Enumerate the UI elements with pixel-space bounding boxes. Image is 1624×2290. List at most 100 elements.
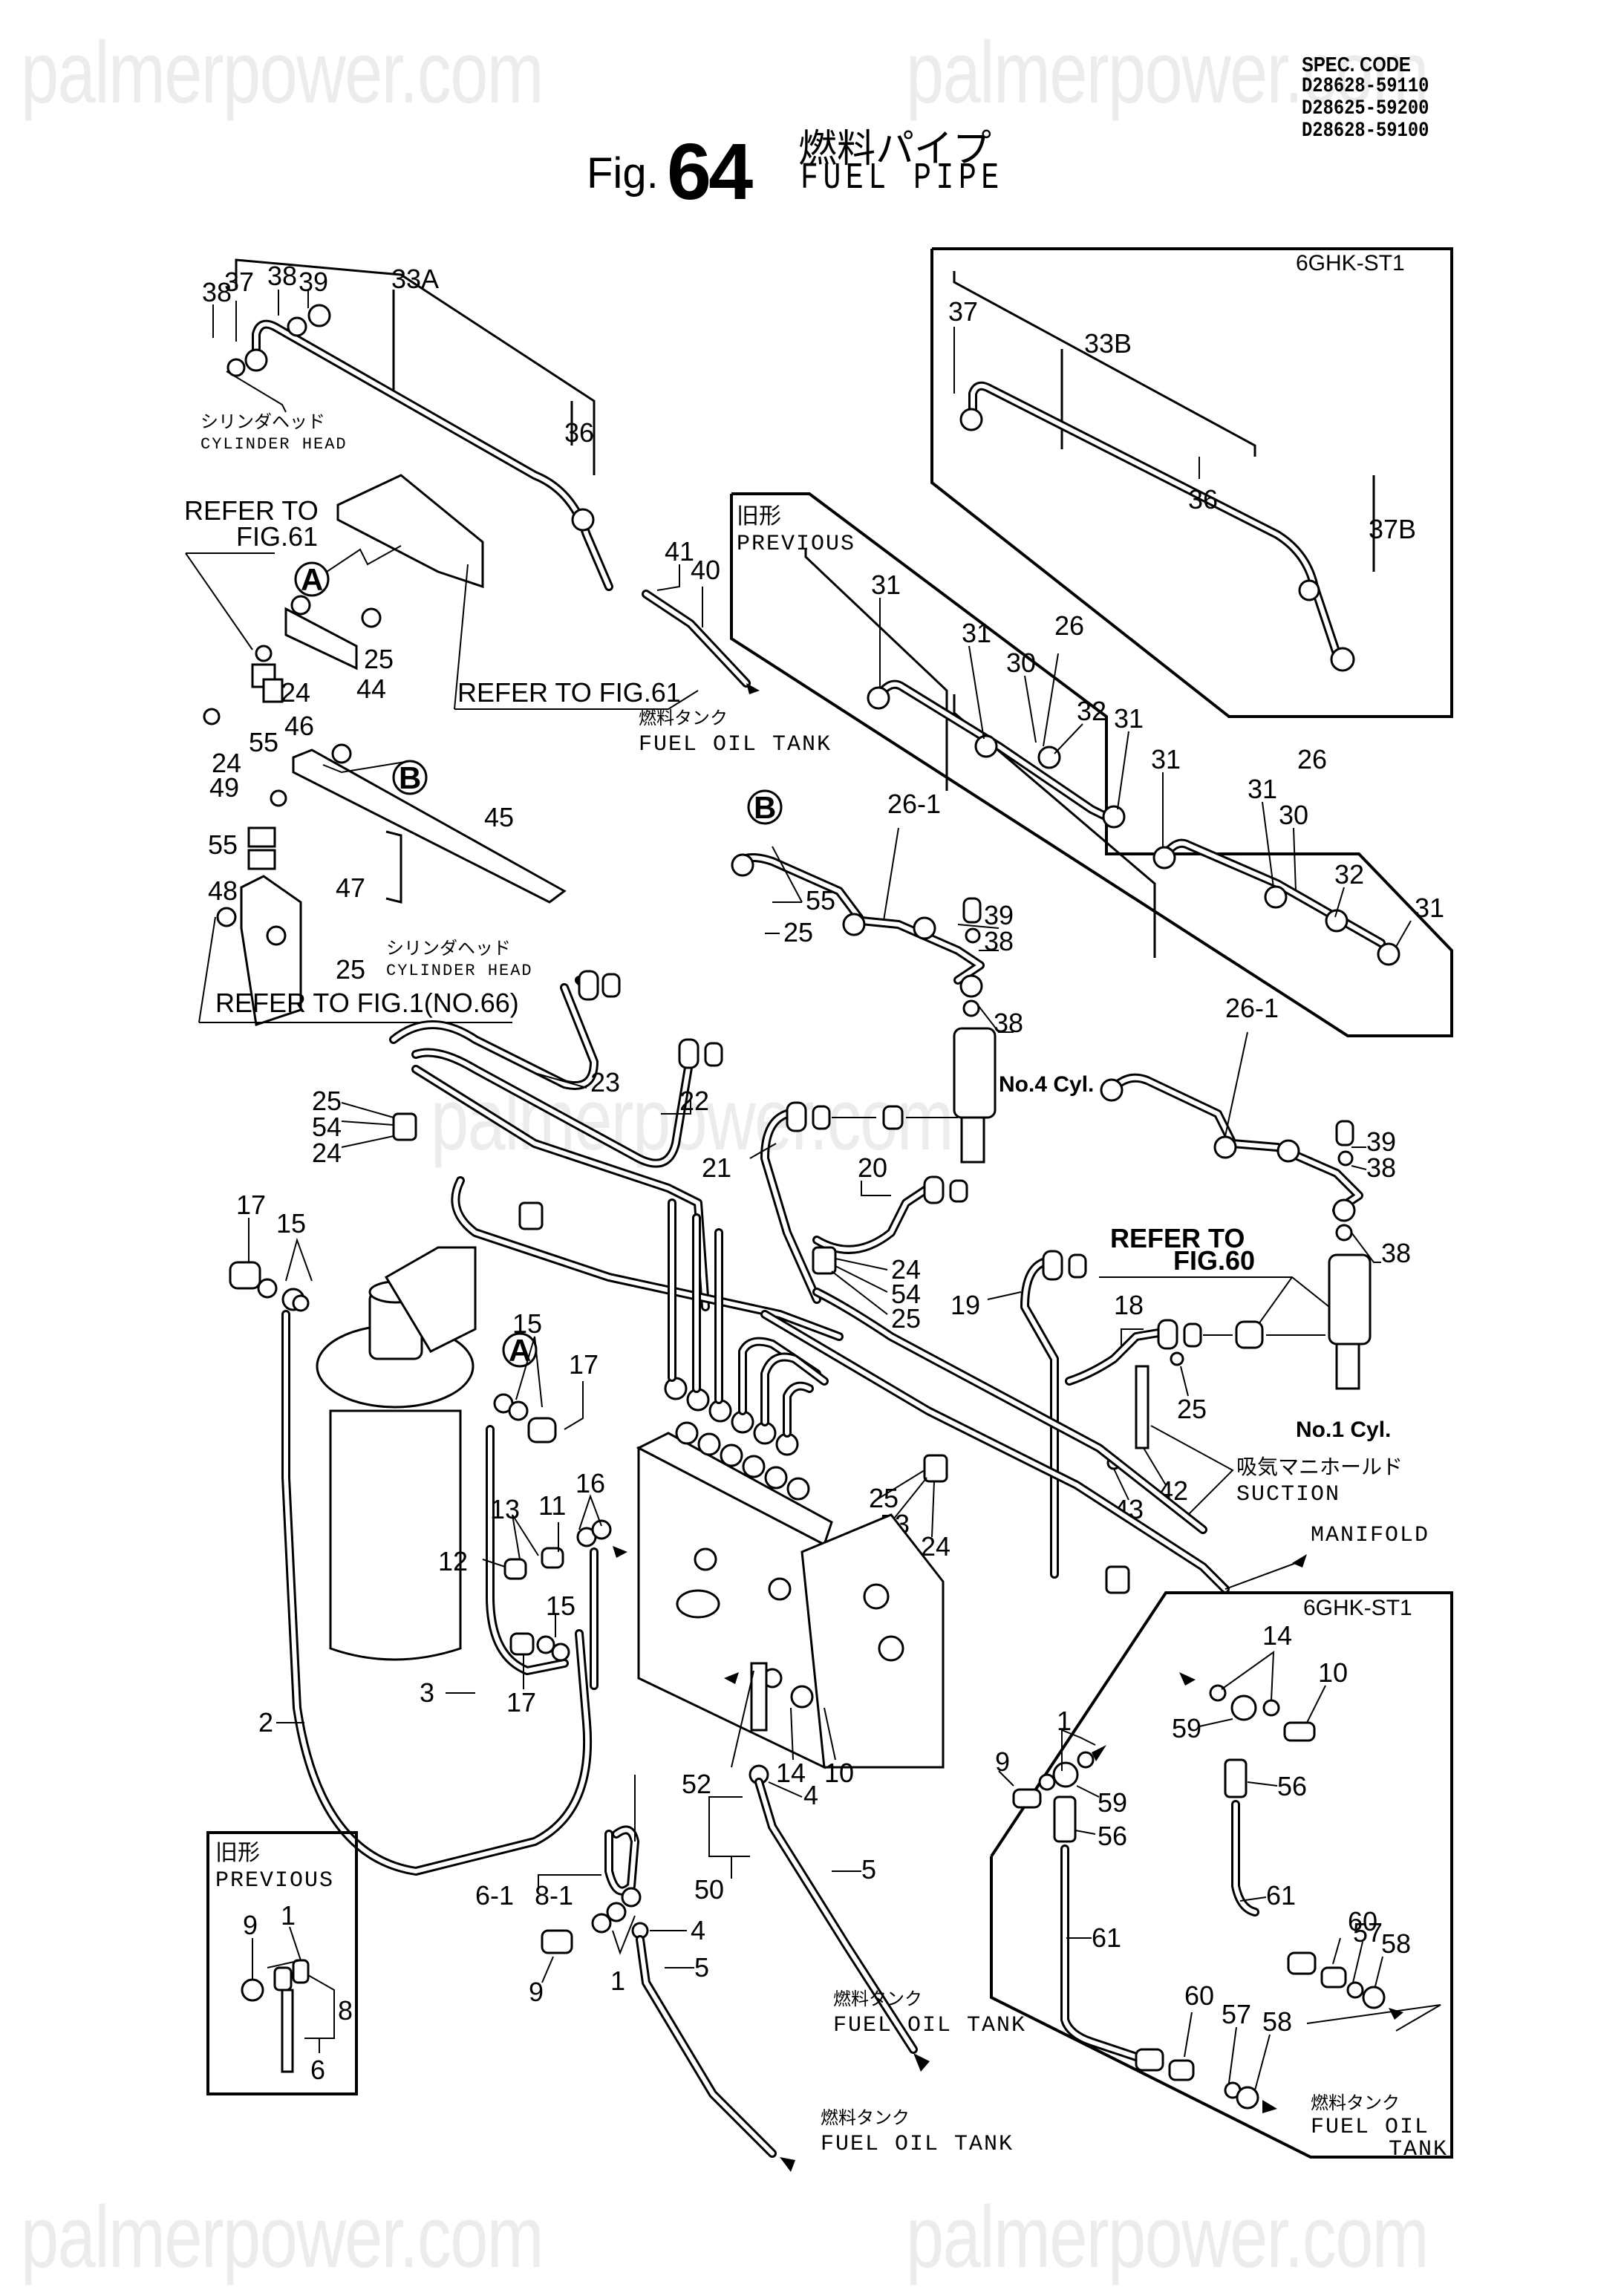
no4-cyl-label: No.4 Cyl. (999, 1072, 1094, 1097)
callout-50: 50 (694, 1874, 724, 1905)
callout-17-f3: 17 (506, 1687, 536, 1718)
watermark-top-right: palmerpower.com (906, 24, 1429, 122)
callout-21: 21 (702, 1152, 731, 1183)
callout-59-b: 59 (1098, 1787, 1127, 1818)
suction-en: SUCTION (1236, 1482, 1340, 1507)
injector-no4 (953, 1027, 997, 1119)
callout-6-prev: 6 (310, 2055, 325, 2085)
fuel-filter-group: A 17 15 15 17 16 11 13 12 (229, 1190, 612, 1876)
callout-5-b: 5 (694, 1952, 709, 1983)
callout-25-cl1: 25 (312, 1086, 342, 1116)
callout-23: 23 (590, 1067, 620, 1097)
injector-no1-group: 26-1 39 38 38 No.1 Cyl. REFER TO FIG.60 … (760, 993, 1428, 1594)
delivery-valves (664, 1377, 810, 1501)
callout-39a: 39 (299, 267, 328, 297)
tank-en-4: TANK (1389, 2137, 1448, 2162)
injector-no4-group: B 26-1 55 25 39 38 38 No.4 Cyl. (312, 789, 1094, 1341)
callout-56-b: 56 (1098, 1821, 1127, 1851)
fuel-oil-tank-en-3: FUEL OIL TANK (821, 2132, 1014, 2157)
callout-2: 2 (258, 1707, 273, 1738)
fuel-tank-jp-1: 燃料タンク (639, 708, 728, 728)
callout-6-1: 6-1 (475, 1880, 514, 1911)
callout-41: 41 (665, 536, 694, 567)
fuel-tank-jp-4: 燃料タンク (1311, 2092, 1400, 2113)
callout-17-f2: 17 (569, 1349, 599, 1380)
model-tag-bottom: 6GHK-ST1 (1303, 1596, 1412, 1620)
callout-61-a: 61 (1266, 1880, 1296, 1911)
callout-15-f1: 15 (276, 1208, 306, 1239)
callout-33A: 33A (391, 264, 439, 294)
washer-38 (226, 358, 246, 377)
fuel-tank-jp-2: 燃料タンク (833, 1989, 922, 2009)
ref-circle-b-2 (747, 789, 783, 825)
callout-60-b: 60 (1348, 1906, 1377, 1937)
callout-1-box: 1 (1057, 1706, 1072, 1736)
callout-49: 49 (209, 772, 239, 803)
callout-31-p3: 31 (1114, 703, 1144, 734)
cylinder-head-jp-1: シリンダヘッド (200, 411, 325, 432)
callout-58-a: 58 (1262, 2006, 1292, 2037)
callout-59-a: 59 (1172, 1713, 1201, 1743)
callout-38-i1a: 38 (1366, 1152, 1396, 1183)
callout-18: 18 (1114, 1290, 1144, 1320)
callout-9-prev: 9 (243, 1910, 258, 1940)
callout-54-cl2: 54 (891, 1279, 921, 1309)
callout-4-b: 4 (691, 1915, 705, 1945)
title-en: FUEL PIPE (800, 157, 1004, 200)
callout-26-1-b: 26-1 (1225, 993, 1279, 1023)
title-jp: 燃料パイプ (798, 127, 992, 172)
refer-to-60a: REFER TO (1110, 1223, 1245, 1253)
spec-code-3: D28628-59100 (1302, 120, 1429, 143)
callout-25-cl2: 25 (891, 1303, 921, 1334)
watermark-top-left: palmerpower.com (21, 24, 544, 122)
refer-to-text-1: REFER TO (184, 495, 319, 526)
injection-pump-group: 6-1 8-1 9 1 52 50 4 5 14 10 燃料タンク FUEL O… (475, 1198, 1025, 2172)
callout-25-b1: 25 (364, 644, 394, 674)
callout-37-6ghk: 37 (948, 296, 978, 327)
fig-prefix: Fig. (587, 149, 659, 198)
callout-55-i4: 55 (806, 885, 835, 916)
callout-32-p1: 32 (1077, 696, 1106, 726)
clip-36 (571, 508, 595, 532)
ref-a-label-1: A (301, 562, 323, 597)
callout-22: 22 (679, 1086, 709, 1116)
callout-5-a: 5 (861, 1854, 876, 1885)
watermark-bottom-left: palmerpower.com (21, 2188, 544, 2286)
spec-code-label: SPEC. CODE (1302, 53, 1412, 76)
spec-code-2: D28625-59200 (1302, 97, 1429, 120)
callout-15-f2: 15 (512, 1308, 542, 1339)
callout-11: 11 (538, 1490, 566, 1521)
box-6ghk-st1-top: 6GHK-ST1 37 33B 36 37B (930, 247, 1453, 718)
callout-17-f1: 17 (236, 1190, 266, 1220)
callout-38-i1b: 38 (1381, 1238, 1411, 1268)
callout-31-p5: 31 (1248, 774, 1277, 804)
callout-10-pump: 10 (824, 1758, 854, 1788)
callout-3: 3 (420, 1677, 434, 1708)
callout-39-i1: 39 (1366, 1126, 1396, 1157)
callout-4-a: 4 (803, 1780, 818, 1810)
callout-9-box: 9 (995, 1746, 1010, 1777)
callout-24-cl3: 24 (921, 1531, 950, 1562)
spec-code-block: SPEC. CODE D28628-59110 D28625-59200 D28… (1302, 53, 1452, 143)
callout-26-p2: 26 (1297, 744, 1327, 774)
callout-47: 47 (336, 872, 365, 903)
callout-12: 12 (438, 1546, 468, 1576)
group-33A: 38 37 38 39 33A 36 シリンダヘッド CYLINDER HEAD… (200, 258, 830, 757)
callout-58-b: 58 (1381, 1928, 1411, 1959)
callout-30-p1: 30 (1006, 647, 1036, 678)
callout-30-p2: 30 (1279, 800, 1308, 830)
injector-no1 (1328, 1253, 1372, 1345)
spec-code-1: D28628-59110 (1302, 75, 1429, 98)
callout-24-b2: 24 (212, 748, 241, 778)
callout-55-b2: 55 (208, 829, 238, 860)
previous-en-bottom: PREVIOUS (215, 1868, 334, 1893)
callout-55-b1: 55 (249, 727, 278, 757)
callout-37B: 37B (1369, 514, 1416, 544)
callout-36a: 36 (564, 417, 594, 448)
watermark-bottom-right: palmerpower.com (906, 2188, 1429, 2286)
cylinder-head-jp-2: シリンダヘッド (386, 938, 511, 959)
callout-9-pump: 9 (529, 1977, 544, 2007)
callout-13: 13 (490, 1494, 520, 1524)
ref-b-label-1: B (399, 760, 421, 795)
callout-54-cl1: 54 (312, 1112, 342, 1142)
